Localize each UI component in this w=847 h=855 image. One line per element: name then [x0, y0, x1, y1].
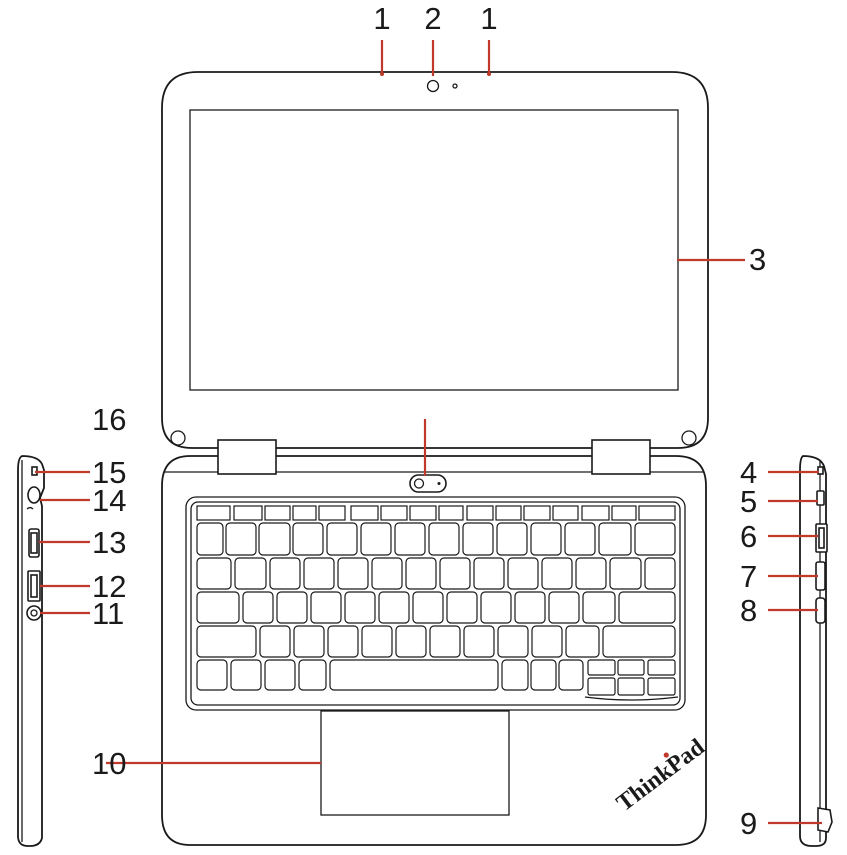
callout-13: 13 [92, 525, 126, 560]
camera-indicator [452, 83, 458, 89]
display-panel [189, 109, 679, 391]
callout-8: 8 [740, 593, 757, 628]
shift-key-row [196, 625, 676, 658]
hinge-left [217, 439, 277, 475]
left-side-view [17, 455, 45, 847]
callout-6: 6 [740, 519, 757, 554]
callout-9: 9 [740, 806, 757, 841]
left-button-port [27, 486, 41, 504]
svg-text:ThinkPad: ThinkPad [612, 734, 710, 817]
logo-dot [663, 752, 669, 758]
callout-1-right: 1 [480, 1, 497, 36]
callout-4: 4 [740, 455, 757, 490]
callout-11: 11 [92, 596, 124, 631]
right-indicator [817, 466, 824, 475]
callout-16: 16 [92, 402, 126, 437]
callout-numbers: 1 2 1 3 4 5 6 7 8 9 10 11 12 13 14 15 16 [92, 1, 766, 841]
audio-jack [26, 605, 42, 621]
callout-1-left: 1 [373, 1, 390, 36]
hinge-screw-left [170, 430, 186, 446]
callout-12: 12 [92, 569, 126, 604]
home-key-row [196, 591, 676, 624]
display-lid [161, 71, 709, 449]
space-bar [329, 659, 499, 691]
right-side-view [799, 455, 833, 847]
callout-lines [35, 40, 822, 825]
thinkpad-logo: ThinkPad [612, 734, 710, 817]
pen-slot [817, 807, 833, 833]
callout-5: 5 [740, 484, 757, 519]
space-key-row [196, 659, 679, 701]
function-key-row [196, 505, 676, 521]
right-button [816, 490, 825, 506]
callout-14: 14 [92, 483, 126, 518]
world-camera [409, 474, 447, 493]
callout-2: 2 [424, 1, 441, 36]
qwerty-key-row [196, 557, 676, 590]
callout-3: 3 [749, 242, 766, 277]
callout-10: 10 [92, 746, 126, 781]
number-key-row [196, 522, 676, 556]
hinge-right [591, 439, 651, 475]
hinge-screw-right [681, 430, 697, 446]
camera [426, 79, 440, 93]
callout-15: 15 [92, 455, 126, 490]
callout-7: 7 [740, 559, 757, 594]
keyboard-base: ThinkPad [161, 439, 710, 846]
touchpad [320, 710, 510, 816]
